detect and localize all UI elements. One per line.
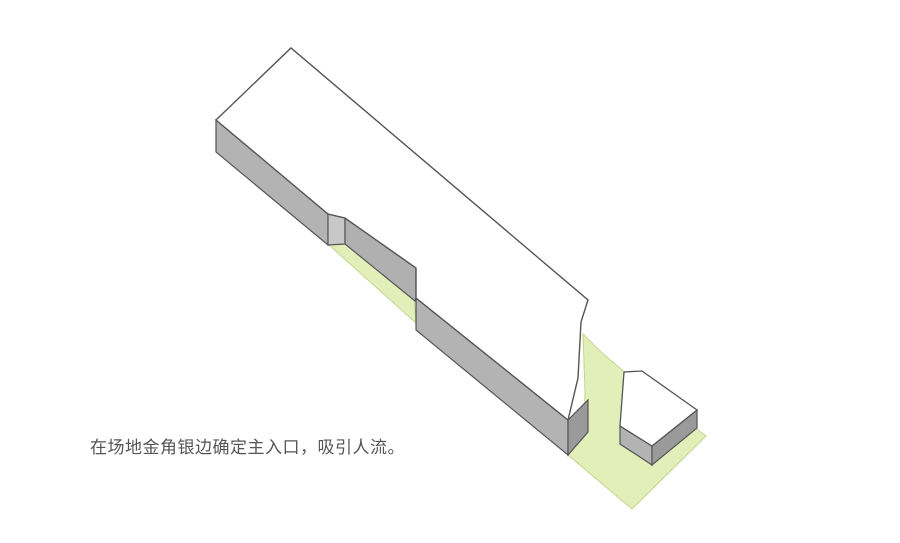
pavilion-roof [619,370,699,447]
main-building-block [214,47,589,457]
main-building-roof [214,47,589,422]
small-pavilion-block [619,370,699,467]
recessed-entrance-face [327,213,346,246]
diagram-caption: 在场地金角银边确定主入口，吸引人流。 [90,438,405,458]
main-building-end-face [567,398,589,457]
